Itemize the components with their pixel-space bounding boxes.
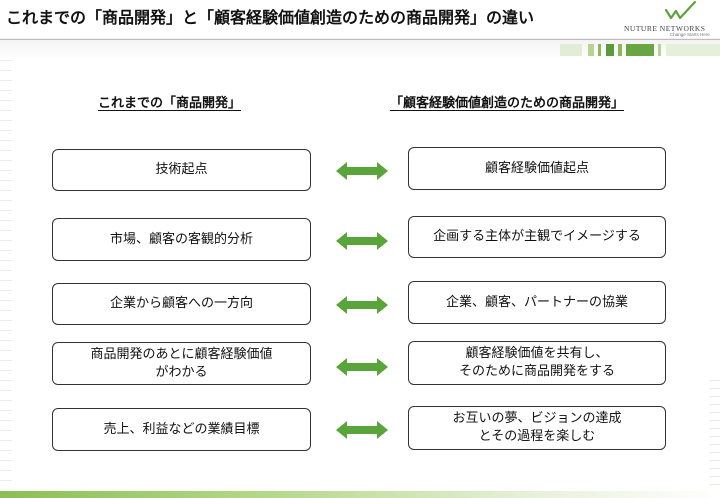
double-arrow-icon bbox=[336, 296, 388, 314]
right-item-text: お互いの夢、ビジョンの達成 とその過程を楽しむ bbox=[452, 411, 622, 444]
header-divider bbox=[0, 39, 720, 40]
footer-bar bbox=[0, 491, 720, 498]
company-logo: NUTURE NETWORKS Change Starts Here bbox=[624, 0, 718, 38]
right-item-text: 企画する主体が主観でイメージする bbox=[433, 229, 641, 244]
left-decoration bbox=[0, 60, 12, 490]
left-item-text: 技術起点 bbox=[155, 162, 208, 177]
double-arrow-icon bbox=[336, 421, 388, 439]
right-item-text: 企業、顧客、パートナーの協業 bbox=[445, 294, 628, 310]
left-column-heading: これまでの「商品開発」 bbox=[98, 96, 242, 111]
left-item-text: 企業から顧客への一方向 bbox=[109, 296, 253, 311]
left-item-text: 商品開発のあとに顧客経験価値 がわかる bbox=[90, 346, 273, 380]
right-column-heading: 「顧客経験価値創造のための商品開発」 bbox=[390, 96, 625, 111]
double-arrow-icon bbox=[336, 162, 388, 180]
logo-check-icon bbox=[664, 0, 697, 20]
double-arrow-icon bbox=[336, 358, 388, 376]
left-item-box: 商品開発のあとに顧客経験価値 がわかる bbox=[52, 342, 311, 385]
left-item-box: 企業から顧客への一方向 bbox=[52, 283, 311, 325]
header-band bbox=[0, 38, 720, 60]
left-item-box: 市場、顧客の客観的分析 bbox=[52, 218, 311, 261]
right-item-box: 企画する主体が主観でイメージする bbox=[408, 216, 666, 258]
logo-tagline: Change Starts Here bbox=[670, 32, 710, 37]
left-item-text: 売上、利益などの業績目標 bbox=[103, 421, 260, 437]
double-arrow-icon bbox=[336, 232, 388, 250]
left-item-box: 技術起点 bbox=[52, 149, 311, 191]
logo-name: NUTURE NETWORKS bbox=[624, 24, 706, 33]
right-item-box: 顧客経験価値を共有し、 そのために商品開発をする bbox=[408, 341, 666, 385]
header-stripe bbox=[560, 44, 720, 56]
slide-title: これまでの「商品開発」と「顧客経験価値創造のための商品開発」の違い bbox=[6, 8, 535, 27]
left-item-box: 売上、利益などの業績目標 bbox=[52, 408, 311, 451]
right-item-text: 顧客経験価値を共有し、 そのために商品開発をする bbox=[458, 346, 615, 379]
right-item-box: お互いの夢、ビジョンの達成 とその過程を楽しむ bbox=[408, 406, 666, 450]
right-item-box: 企業、顧客、パートナーの協業 bbox=[408, 281, 666, 324]
right-item-text: 顧客経験価値起点 bbox=[484, 160, 589, 176]
left-item-text: 市場、顧客の客観的分析 bbox=[109, 231, 253, 247]
right-decoration bbox=[710, 380, 720, 490]
right-item-box: 顧客経験価値起点 bbox=[408, 147, 666, 190]
